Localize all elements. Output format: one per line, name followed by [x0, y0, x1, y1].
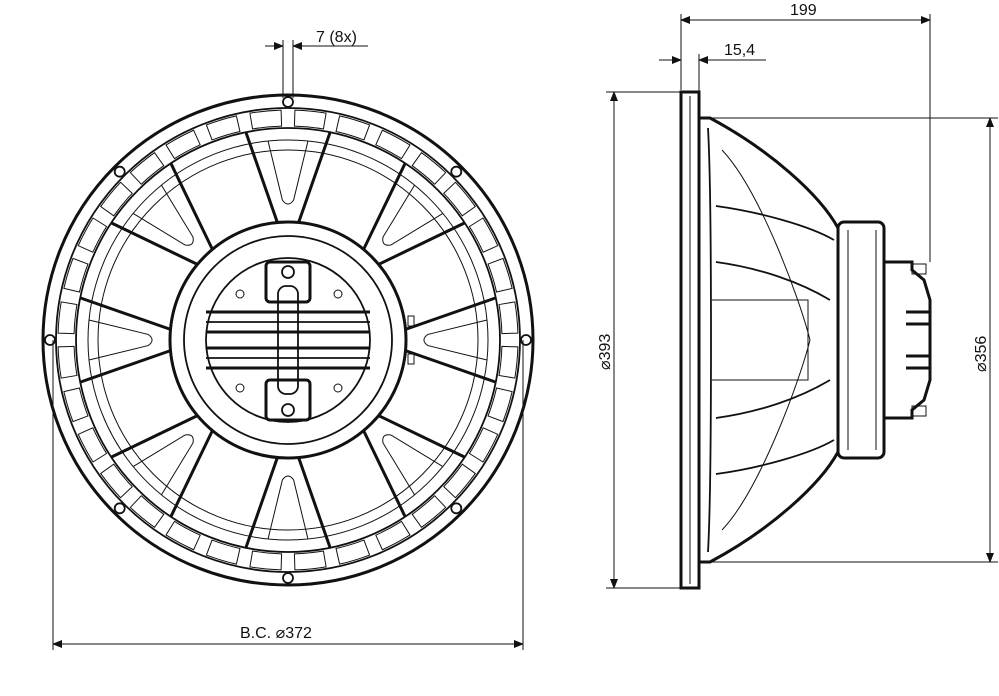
side-view: 199 15,4 ⌀393 ⌀356 — [597, 2, 998, 590]
mounting-hole — [450, 165, 463, 178]
depth-label: 199 — [790, 2, 817, 19]
rim-slot — [443, 463, 477, 499]
magnet — [836, 220, 886, 460]
flange-thickness-dimension: 15,4 — [659, 42, 766, 92]
basket-spoke-inner — [267, 475, 309, 540]
bolt-circle-label: B.C. ⌀372 — [240, 625, 312, 642]
hole-size-dimension: 7 (8x) — [265, 29, 368, 98]
rim-slot — [63, 257, 89, 293]
basket-spoke-inner — [132, 434, 194, 496]
rim-slot — [487, 387, 513, 423]
mounting-ring — [75, 127, 501, 553]
rim-slot — [249, 550, 283, 571]
basket-spoke — [110, 414, 214, 518]
rim-slot — [335, 115, 371, 141]
rim-slot — [99, 463, 133, 499]
rim-slot — [129, 151, 165, 185]
rim-slot — [63, 387, 89, 423]
mounting-hole — [450, 502, 463, 515]
heatsink — [206, 260, 415, 422]
mounting-hole — [44, 334, 56, 346]
hole-size-label: 7 (8x) — [316, 29, 357, 46]
rim-slot — [165, 129, 201, 160]
rim-slot — [293, 109, 327, 130]
basket-spoke — [244, 131, 332, 223]
motor-plate — [205, 257, 371, 423]
rim-slot — [468, 427, 499, 463]
basket-spoke-inner — [267, 140, 309, 205]
rim-slot — [498, 345, 519, 379]
basket-spokes — [79, 131, 497, 549]
rim-slot — [375, 520, 411, 551]
rim-slot — [468, 217, 499, 253]
mounting-hole — [113, 165, 126, 178]
depth-dimension: 199 — [680, 2, 931, 262]
rim-slots — [57, 109, 519, 571]
rim-slot — [293, 550, 327, 571]
basket-spoke — [362, 162, 466, 266]
rim-slot — [99, 181, 133, 217]
rim-slot — [487, 257, 513, 293]
rim-slot — [165, 520, 201, 551]
basket-spoke — [362, 414, 466, 518]
mount-diameter-label: ⌀356 — [973, 336, 990, 372]
rim-slot — [77, 427, 108, 463]
rim-slot — [443, 181, 477, 217]
basket-spoke-inner — [382, 184, 444, 246]
rim-slot — [375, 129, 411, 160]
outer-diameter-label: ⌀393 — [597, 334, 614, 370]
frame-inner-ring — [55, 107, 521, 573]
basket-spoke-inner — [88, 319, 153, 361]
rim-slot — [77, 217, 108, 253]
mounting-hole — [282, 96, 294, 108]
rim-slot — [129, 495, 165, 529]
mount-diameter-dimension: ⌀356 — [710, 117, 998, 563]
mounting-hole — [282, 572, 294, 584]
rim-slot — [57, 345, 78, 379]
motor-outer-ring — [168, 220, 408, 460]
rim-slot — [57, 301, 78, 335]
outer-diameter-dimension: ⌀393 — [597, 91, 681, 589]
basket-spoke — [405, 296, 497, 384]
rim-slot — [249, 109, 283, 130]
rim-slot — [498, 301, 519, 335]
cone-edge — [87, 139, 489, 541]
basket-outline — [699, 116, 840, 564]
basket-spoke — [244, 457, 332, 549]
rim-slot — [335, 539, 371, 565]
rim-slot — [205, 115, 241, 141]
cone-inner — [97, 149, 479, 531]
mounting-holes — [44, 96, 532, 584]
motor-inner-ring — [183, 235, 393, 445]
front-view: 7 (8x) B.C. ⌀372 — [41, 29, 535, 650]
basket-spoke-inner — [132, 184, 194, 246]
rear-heatsink — [884, 260, 932, 420]
rim-slot — [411, 151, 447, 185]
flange-thickness-label: 15,4 — [724, 42, 755, 59]
rim-slot — [411, 495, 447, 529]
rim-slot — [205, 539, 241, 565]
mounting-hole — [520, 334, 532, 346]
mounting-hole — [113, 502, 126, 515]
frame-outer-ring — [41, 93, 535, 587]
basket-spoke-inner — [423, 319, 488, 361]
bolt-circle-dimension: B.C. ⌀372 — [52, 340, 524, 650]
basket-spoke — [79, 296, 171, 384]
basket-spoke-inner — [382, 434, 444, 496]
basket-spoke — [110, 162, 214, 266]
flange — [679, 90, 701, 590]
